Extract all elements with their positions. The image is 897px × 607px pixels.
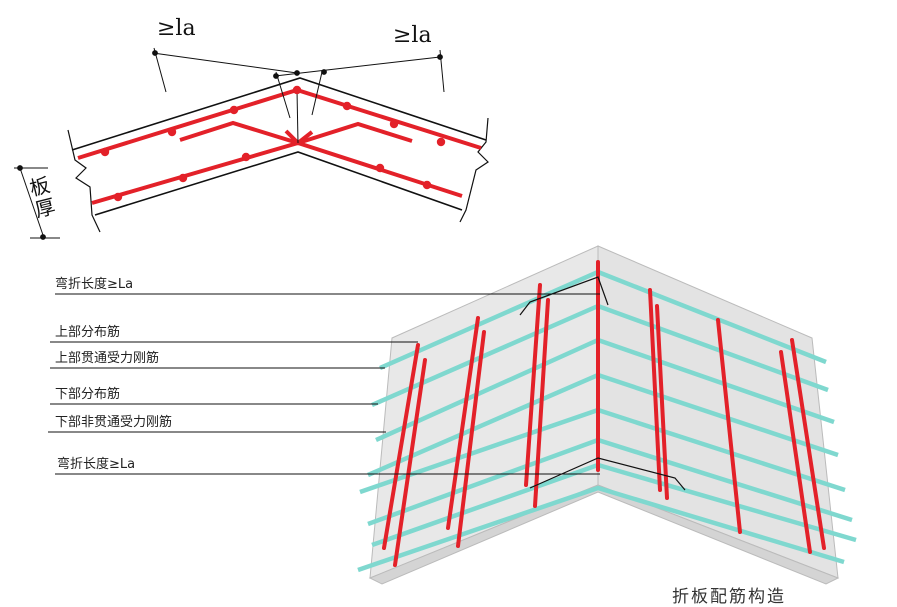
label-bend-bottom: 弯折长度≥La [57, 457, 136, 472]
dimension-thickness [14, 165, 60, 240]
label-upper-distribution: 上部分布筋 [55, 325, 121, 340]
section-dots [100, 85, 446, 202]
section-view [14, 47, 489, 240]
dimension-right-label: ≥la [393, 23, 432, 48]
bend-markers [519, 276, 686, 491]
section-bottom-edge [94, 151, 463, 216]
left-break-line [67, 129, 101, 233]
right-break-line [459, 117, 489, 223]
section-center-splice [296, 89, 299, 144]
label-lower-distribution: 下部分布筋 [55, 387, 121, 402]
iso-view [48, 245, 857, 585]
label-lower-noncontinuous: 下部非贯通受力刚筋 [55, 415, 173, 430]
figure-caption: 折板配筋构造 [672, 587, 786, 607]
red-bars [382, 260, 826, 567]
dimension-left [152, 47, 300, 93]
label-bend-top: 弯折长度≥La [55, 277, 134, 292]
section-right-bent-bar [284, 121, 413, 146]
dimension-left-label: ≥la [157, 16, 196, 41]
dimension-right [273, 49, 445, 119]
section-left-bent-bar [179, 120, 314, 146]
leader-lines [48, 293, 600, 475]
section-bottom-bar [91, 140, 463, 205]
section-top-edge [71, 77, 487, 151]
label-upper-continuous: 上部贯通受力刚筋 [55, 351, 160, 366]
